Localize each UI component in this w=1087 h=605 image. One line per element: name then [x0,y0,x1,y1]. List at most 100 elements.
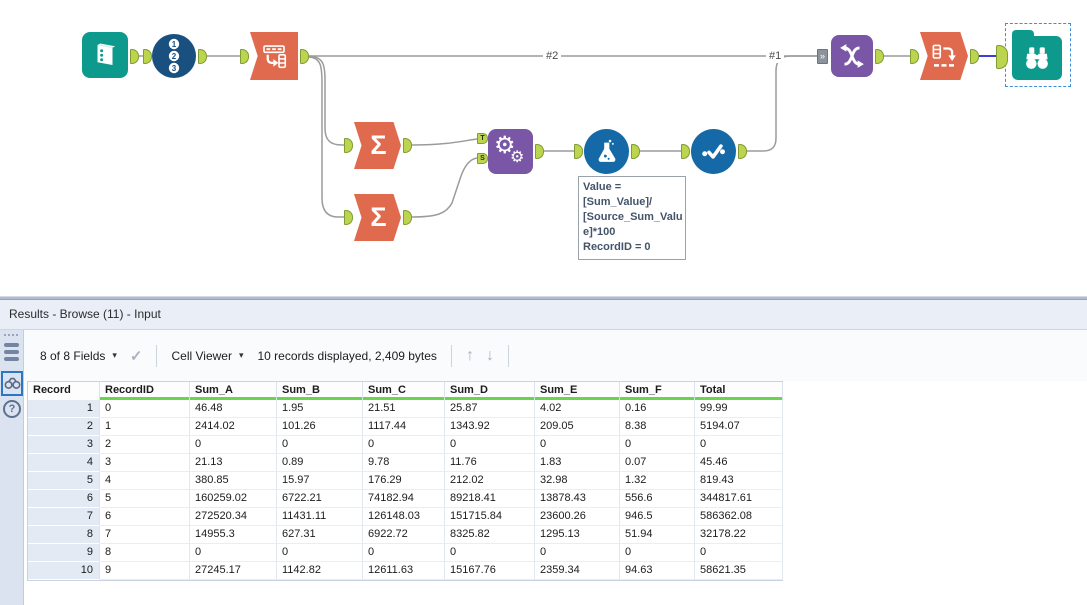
data-cell[interactable]: 2359.34 [535,562,620,580]
column-header-sum_c[interactable]: Sum_C [363,382,445,400]
data-cell[interactable]: 3 [100,454,190,472]
data-cell[interactable]: 556.6 [620,490,695,508]
wire-check-to-union[interactable] [747,55,817,152]
row-number-cell[interactable]: 4 [28,454,100,472]
data-cell[interactable]: 9.78 [363,454,445,472]
data-cell[interactable]: 27245.17 [190,562,277,580]
row-number-cell[interactable]: 8 [28,526,100,544]
formula-input-anchor[interactable] [574,144,583,159]
data-cell[interactable]: 2414.02 [190,418,277,436]
apply-check-icon[interactable]: ✓ [129,347,143,365]
column-header-sum_b[interactable]: Sum_B [277,382,363,400]
browse-input-anchor[interactable] [996,45,1008,69]
data-cell[interactable]: 23600.26 [535,508,620,526]
data-cell[interactable]: 1295.13 [535,526,620,544]
union-tool[interactable] [831,35,873,77]
row-number-cell[interactable]: 10 [28,562,100,580]
data-cell[interactable]: 0.07 [620,454,695,472]
check-tool-input-anchor[interactable] [681,144,690,159]
data-cell[interactable]: 946.5 [620,508,695,526]
data-cell[interactable]: 21.51 [363,400,445,418]
summarize-bottom-input-anchor[interactable] [344,210,353,225]
record-id-tool[interactable]: 1 2 3 [152,34,196,78]
data-cell[interactable]: 6922.72 [363,526,445,544]
data-cell[interactable]: 9 [100,562,190,580]
data-cell[interactable]: 4.02 [535,400,620,418]
data-cell[interactable]: 32.98 [535,472,620,490]
table-view-icon[interactable] [4,343,19,364]
row-number-cell[interactable]: 2 [28,418,100,436]
data-cell[interactable]: 0 [445,436,535,454]
check-tool-output-anchor[interactable] [738,144,747,159]
data-cell[interactable]: 0.16 [620,400,695,418]
transpose-tool[interactable] [250,32,298,80]
append-source-anchor[interactable]: S [477,153,488,164]
union-multi-input-anchor[interactable]: » [817,49,828,64]
formula-output-anchor[interactable] [631,144,640,159]
data-cell[interactable]: 0 [535,544,620,562]
drag-handle[interactable] [3,333,20,337]
data-cell[interactable]: 101.26 [277,418,363,436]
data-cell[interactable]: 7 [100,526,190,544]
data-cell[interactable]: 0 [445,544,535,562]
data-cell[interactable]: 15.97 [277,472,363,490]
data-cell[interactable]: 1142.82 [277,562,363,580]
data-cell[interactable]: 6 [100,508,190,526]
help-icon[interactable]: ? [3,400,21,418]
data-cell[interactable]: 160259.02 [190,490,277,508]
data-cell[interactable]: 14955.3 [190,526,277,544]
data-cell[interactable]: 0 [695,544,783,562]
browse-view-button-selected[interactable] [1,371,23,396]
data-cell[interactable]: 819.43 [695,472,783,490]
data-cell[interactable]: 1.83 [535,454,620,472]
data-cell[interactable]: 272520.34 [190,508,277,526]
data-cell[interactable]: 25.87 [445,400,535,418]
data-cell[interactable]: 8325.82 [445,526,535,544]
data-cell[interactable]: 344817.61 [695,490,783,508]
data-cell[interactable]: 0 [535,436,620,454]
data-cell[interactable]: 13878.43 [535,490,620,508]
workflow-canvas[interactable]: #2 #1 1 2 3 [0,0,1087,296]
browse-tool[interactable] [1012,36,1062,80]
data-cell[interactable]: 151715.84 [445,508,535,526]
data-cell[interactable]: 8 [100,544,190,562]
formula-annotation[interactable]: Value = [Sum_Value]/ [Source_Sum_Valu e]… [578,176,686,260]
data-cell[interactable]: 45.46 [695,454,783,472]
data-cell[interactable]: 6722.21 [277,490,363,508]
crosstab-input-anchor[interactable] [910,49,919,64]
wire-transpose-to-summarize-bottom[interactable] [308,56,344,218]
data-cell[interactable]: 0 [620,436,695,454]
append-output-anchor[interactable] [535,144,544,159]
select-records-tool[interactable] [691,129,736,174]
summarize-bottom-output-anchor[interactable] [403,210,412,225]
column-header-sum_a[interactable]: Sum_A [190,382,277,400]
data-cell[interactable]: 4 [100,472,190,490]
data-cell[interactable]: 627.31 [277,526,363,544]
data-cell[interactable]: 0 [277,544,363,562]
summarize-tool-top[interactable]: Σ [354,122,401,169]
wire-summarize-bottom-to-append-s[interactable] [411,157,478,218]
row-number-cell[interactable]: 1 [28,400,100,418]
data-cell[interactable]: 2 [100,436,190,454]
wire-summarize-top-to-append-t[interactable] [411,138,478,146]
column-header-sum_d[interactable]: Sum_D [445,382,535,400]
data-cell[interactable]: 5194.07 [695,418,783,436]
fields-dropdown[interactable]: 8 of 8 Fields ▾ [40,349,117,363]
summarize-top-output-anchor[interactable] [403,138,412,153]
row-number-cell[interactable]: 6 [28,490,100,508]
data-cell[interactable]: 11431.11 [277,508,363,526]
column-header-record[interactable]: Record [28,382,100,400]
formula-tool[interactable] [584,129,629,174]
data-cell[interactable]: 0 [190,544,277,562]
recordid-input-anchor[interactable] [143,49,152,64]
scroll-down-button[interactable]: ↓ [485,346,494,364]
row-number-cell[interactable]: 3 [28,436,100,454]
data-cell[interactable]: 1.95 [277,400,363,418]
union-output-anchor[interactable] [875,49,884,64]
data-cell[interactable]: 5 [100,490,190,508]
summarize-tool-bottom[interactable]: Σ [354,194,401,241]
data-cell[interactable]: 0 [100,400,190,418]
column-header-sum_f[interactable]: Sum_F [620,382,695,400]
append-target-anchor[interactable]: T [477,133,488,144]
data-cell[interactable]: 74182.94 [363,490,445,508]
